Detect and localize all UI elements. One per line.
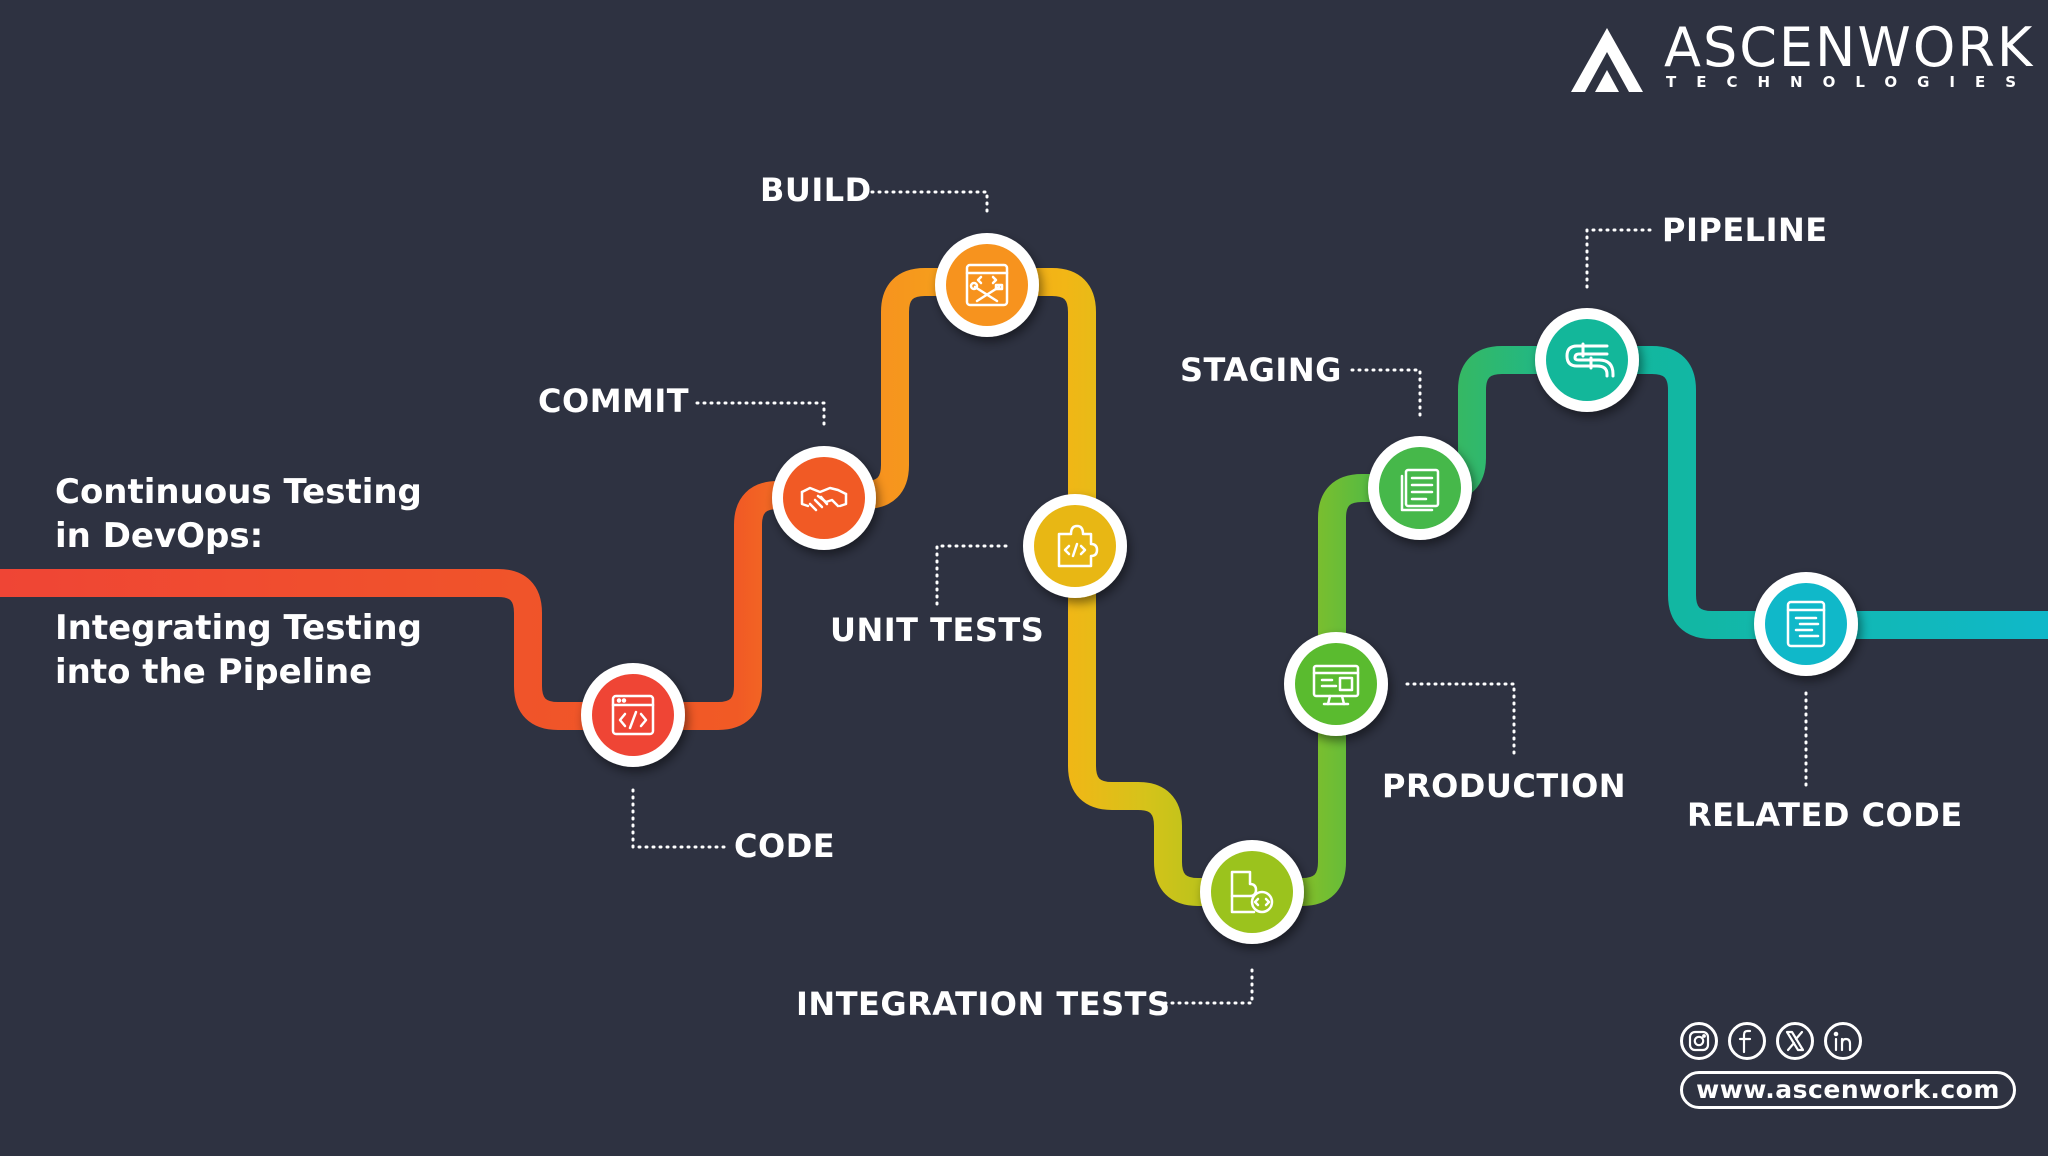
stage-node-build (935, 233, 1039, 337)
code-document-icon (1786, 600, 1826, 648)
unit-tests-leader-line (935, 544, 1008, 610)
heading-line-2: in DevOps: (55, 516, 264, 556)
brand-name: ASCENWORK (1664, 16, 2035, 79)
facebook-button[interactable] (1728, 1022, 1766, 1060)
monitor-code-icon (1312, 664, 1360, 706)
linkedin-button[interactable] (1824, 1022, 1862, 1060)
build-leader-line (870, 190, 989, 218)
production-leader-line (1405, 682, 1516, 757)
stage-label-integration-tests: INTEGRATION TESTS (796, 985, 1171, 1023)
heading-line-4: into the Pipeline (55, 652, 373, 692)
puzzle-pieces-icon (1230, 870, 1274, 914)
stage-node-commit (772, 446, 876, 550)
pipeline-path (0, 268, 2048, 906)
stage-label-code: CODE (734, 827, 836, 865)
heading-line-3: Integrating Testing (55, 608, 422, 648)
brand-subtitle: TECHNOLOGIES (1666, 73, 2037, 91)
stage-label-commit: COMMIT (538, 382, 690, 420)
stage-label-build: BUILD (760, 171, 872, 209)
build-tools-icon (965, 263, 1009, 307)
stage-node-production (1284, 632, 1388, 736)
stage-node-related-code (1754, 572, 1858, 676)
mountain-peak-logo (1571, 28, 1643, 92)
pipe-icon (1565, 342, 1615, 378)
stacked-documents-icon (1400, 468, 1440, 512)
x-button[interactable] (1776, 1022, 1814, 1060)
stage-label-unit-tests: UNIT TESTS (830, 611, 1045, 649)
stage-node-integration-tests (1200, 840, 1304, 944)
stage-node-staging (1368, 436, 1472, 540)
code-window-icon (611, 694, 655, 736)
leader-lines (631, 190, 1808, 1005)
stage-label-pipeline: PIPELINE (1662, 211, 1828, 249)
stage-node-unit-tests (1023, 494, 1127, 598)
commit-leader-line (695, 401, 826, 432)
code-leader-line (631, 788, 726, 849)
stage-label-production: PRODUCTION (1382, 767, 1627, 805)
heading-line-1: Continuous Testing (55, 472, 422, 512)
stage-node-code (581, 663, 685, 767)
pipeline-leader-line (1585, 228, 1652, 294)
stage-label-related-code: RELATED CODE (1687, 796, 1963, 834)
handshake-icon (800, 486, 848, 512)
puzzle-code-icon (1057, 524, 1099, 568)
staging-leader-line (1350, 368, 1422, 422)
stage-node-pipeline (1535, 308, 1639, 412)
website-link[interactable]: www.ascenwork.com (1680, 1071, 2016, 1109)
heading-title: Continuous Testing in DevOps: (55, 470, 422, 558)
instagram-button[interactable] (1680, 1022, 1718, 1060)
heading-subtitle: Integrating Testing into the Pipeline (55, 606, 422, 694)
stage-label-staging: STAGING (1180, 351, 1342, 389)
integration-tests-leader-line (1156, 963, 1254, 1005)
